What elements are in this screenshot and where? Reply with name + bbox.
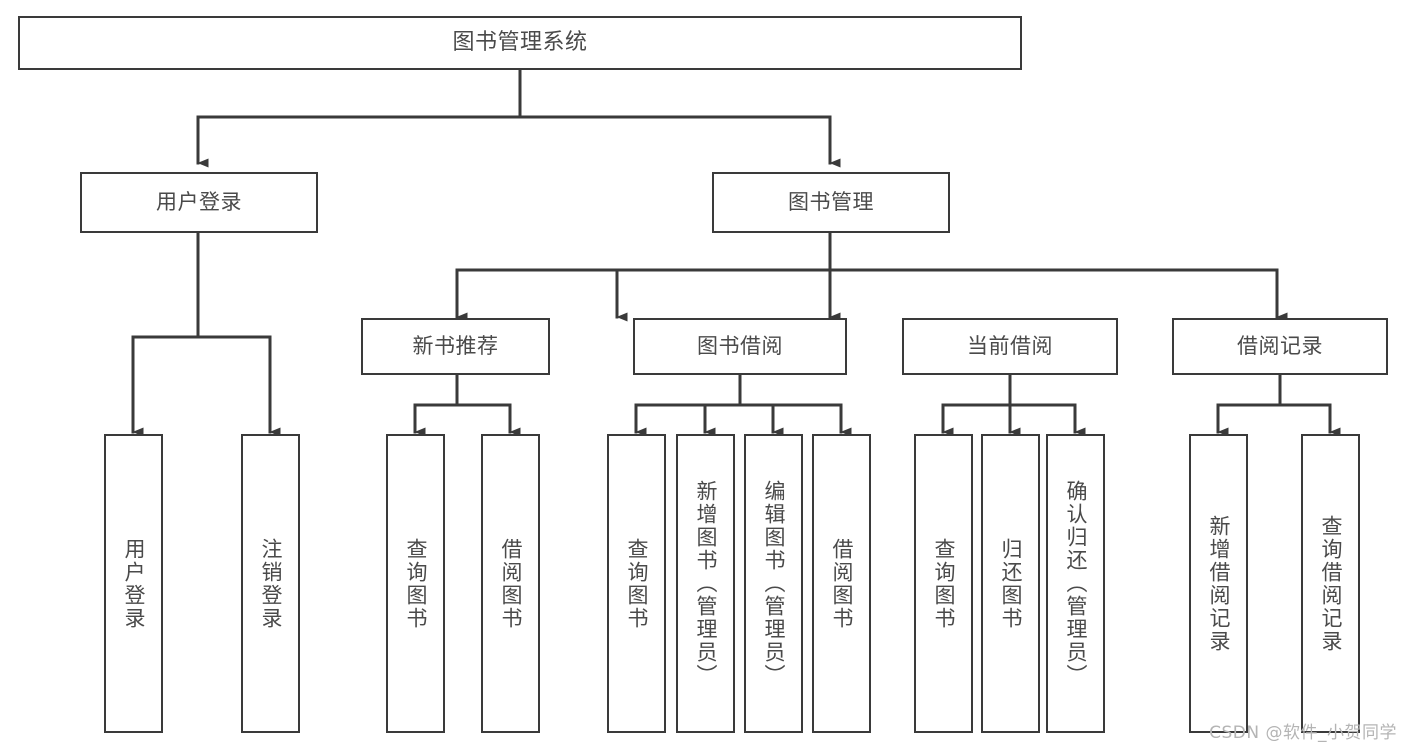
node-label: 图书管理 xyxy=(788,190,874,215)
node-label: 用户登录 xyxy=(122,537,146,630)
node-label: 当前借阅 xyxy=(967,334,1053,359)
leaf-add-borrow-record[interactable]: 新增借阅记录 xyxy=(1189,434,1248,733)
node-new-book-recommend[interactable]: 新书推荐 xyxy=(361,318,550,375)
leaf-confirm-return-admin[interactable]: 确认归还（管理员） xyxy=(1046,434,1105,733)
node-label: 图书管理系统 xyxy=(452,30,588,56)
node-label: 查询图书 xyxy=(932,537,956,630)
node-label: 借阅图书 xyxy=(830,537,854,630)
node-label: 注销登录 xyxy=(259,537,283,630)
leaf-return-book[interactable]: 归还图书 xyxy=(981,434,1040,733)
node-label: 查询借阅记录 xyxy=(1319,514,1343,653)
leaf-add-book-admin[interactable]: 新增图书（管理员） xyxy=(676,434,735,733)
node-label: 用户登录 xyxy=(156,190,242,215)
node-user-login[interactable]: 用户登录 xyxy=(80,172,318,233)
leaf-logout-login[interactable]: 注销登录 xyxy=(241,434,300,733)
node-label: 编辑图书（管理员） xyxy=(762,480,786,687)
leaf-query-book-borrow[interactable]: 查询图书 xyxy=(607,434,666,733)
node-borrow-record[interactable]: 借阅记录 xyxy=(1172,318,1388,375)
node-current-borrow[interactable]: 当前借阅 xyxy=(902,318,1118,375)
leaf-query-borrow-record[interactable]: 查询借阅记录 xyxy=(1301,434,1360,733)
node-label: 新增图书（管理员） xyxy=(694,480,718,687)
leaf-borrow-book[interactable]: 借阅图书 xyxy=(812,434,871,733)
node-label: 新增借阅记录 xyxy=(1207,514,1231,653)
leaf-edit-book-admin[interactable]: 编辑图书（管理员） xyxy=(744,434,803,733)
node-label: 查询图书 xyxy=(625,537,649,630)
node-label: 图书借阅 xyxy=(697,334,783,359)
node-label: 借阅记录 xyxy=(1237,334,1323,359)
node-label: 借阅图书 xyxy=(499,537,523,630)
node-label: 归还图书 xyxy=(999,537,1023,630)
node-label: 确认归还（管理员） xyxy=(1064,480,1088,687)
leaf-borrow-book-recommend[interactable]: 借阅图书 xyxy=(481,434,540,733)
node-book-management[interactable]: 图书管理 xyxy=(712,172,950,233)
node-label: 查询图书 xyxy=(404,537,428,630)
leaf-query-book-recommend[interactable]: 查询图书 xyxy=(386,434,445,733)
leaf-user-login[interactable]: 用户登录 xyxy=(104,434,163,733)
watermark: CSDN @软件_小贺同学 xyxy=(1209,723,1397,743)
node-label: 新书推荐 xyxy=(412,334,499,359)
node-root-book-management-system[interactable]: 图书管理系统 xyxy=(18,16,1022,70)
leaf-query-book-current[interactable]: 查询图书 xyxy=(914,434,973,733)
node-book-borrow[interactable]: 图书借阅 xyxy=(633,318,847,375)
